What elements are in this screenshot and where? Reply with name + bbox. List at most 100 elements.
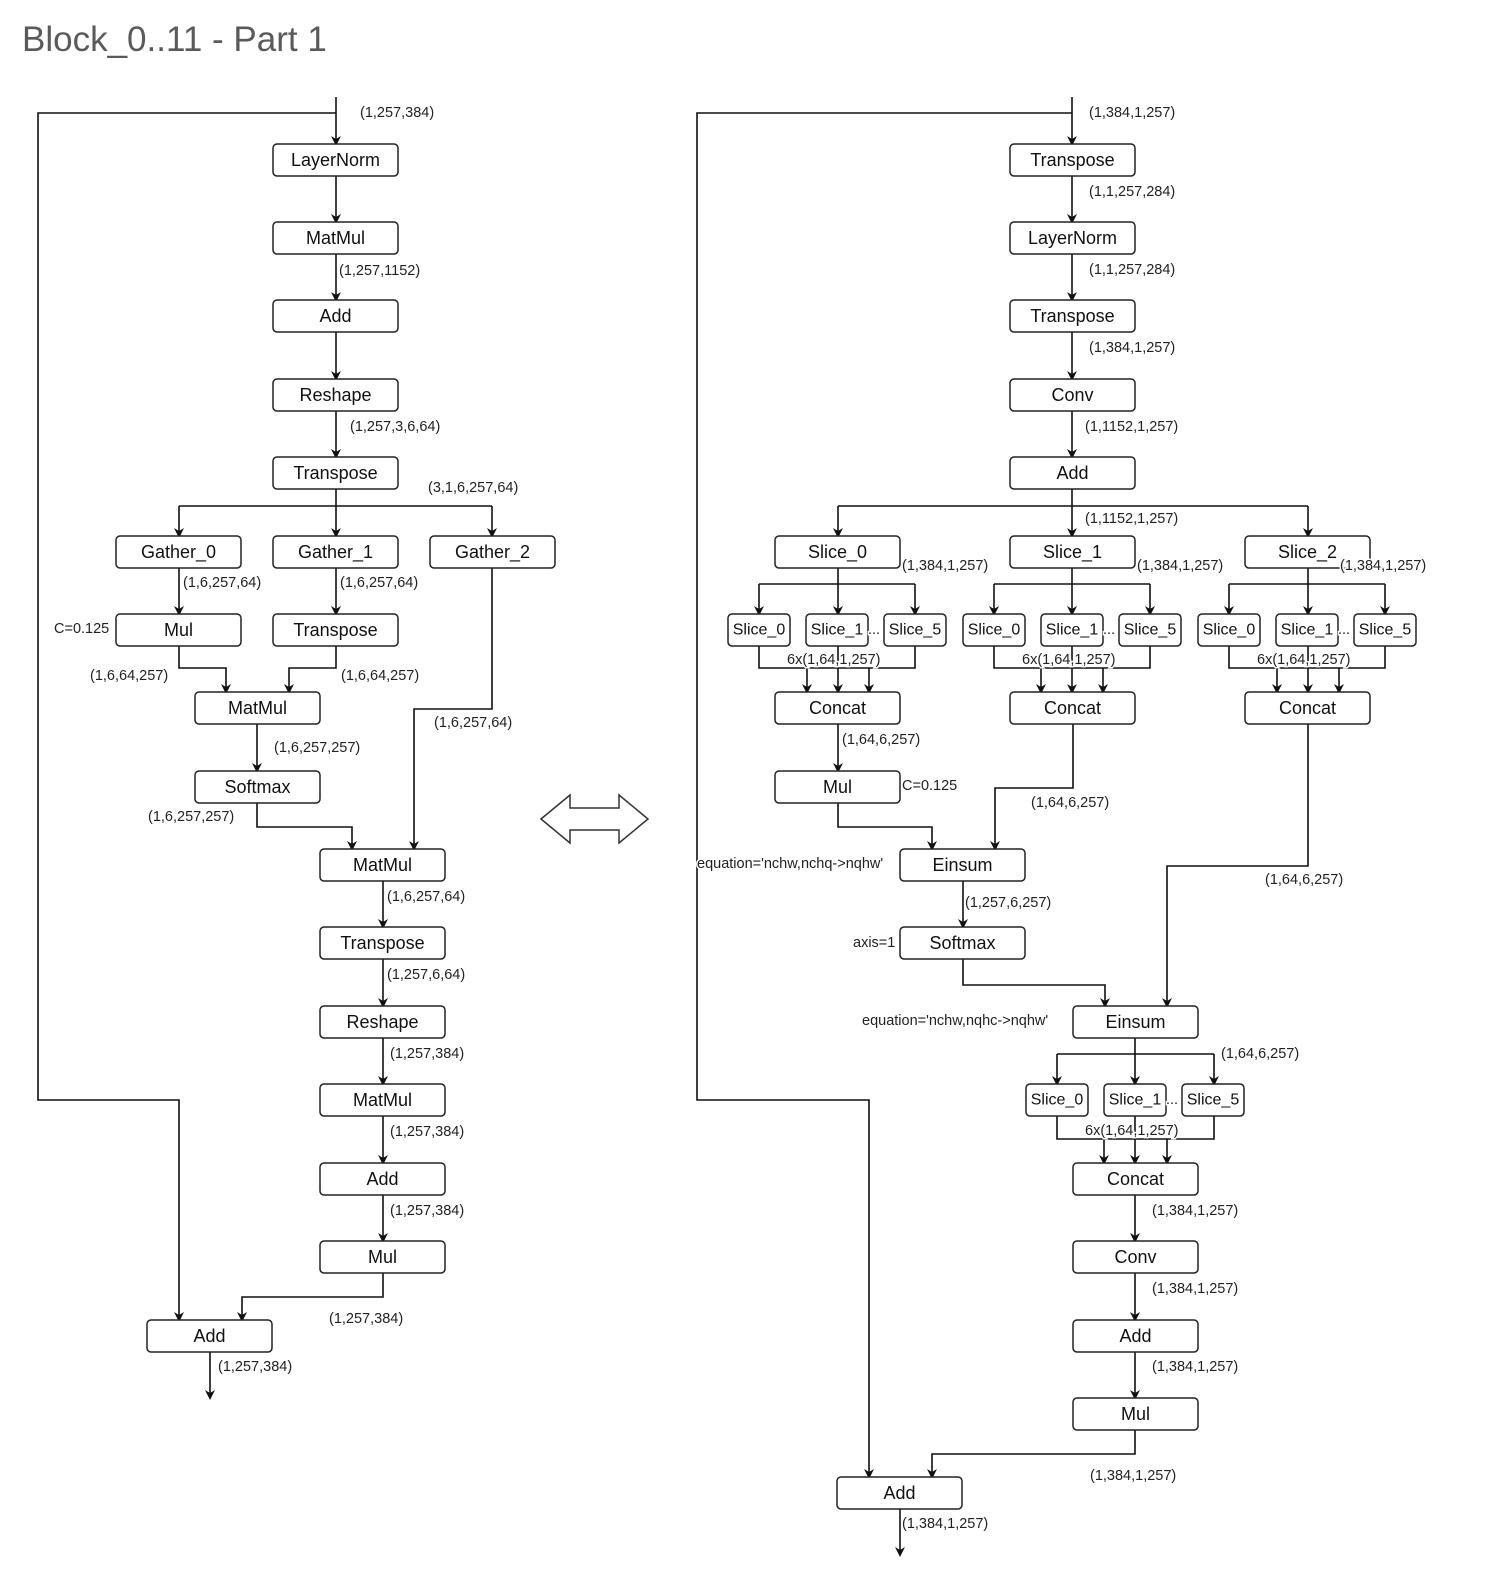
node-r-s3-0: Slice_0 <box>1025 1083 1089 1117</box>
node-l-rs1: Reshape <box>272 378 399 412</box>
node-l-add3: Add <box>146 1319 273 1353</box>
edge-label-out: (1,257,384) <box>218 1359 292 1375</box>
node-label: Reshape <box>299 385 371 405</box>
edge-label-sm-axis: axis=1 <box>853 935 895 951</box>
edge-label-g2-out: (1,6,257,64) <box>434 715 512 731</box>
node-r-sm: Softmax <box>899 926 1026 960</box>
node-label: Softmax <box>224 777 290 797</box>
node-label: Gather_1 <box>298 542 373 563</box>
node-label: Slice_1 <box>1109 1092 1162 1109</box>
edge-label-conv1-out: (1,1152,1,257) <box>1085 419 1178 435</box>
node-r-add2: Add <box>1072 1319 1199 1353</box>
node-label: Slice_0 <box>968 622 1021 639</box>
node-label: Conv <box>1051 385 1093 405</box>
node-label: Concat <box>1279 698 1336 718</box>
node-label: Slice_5 <box>1359 622 1412 639</box>
node-label: Add <box>319 306 351 326</box>
node-label: Einsum <box>1105 1012 1165 1032</box>
node-r-cc2: Concat <box>1244 691 1371 725</box>
node-l-sm: Softmax <box>194 770 321 804</box>
node-label: Add <box>1119 1326 1151 1346</box>
arrow-connector <box>37 112 336 1322</box>
connector-line <box>1228 646 1386 669</box>
node-label: Gather_0 <box>141 542 216 563</box>
edge-label-mm3-out: (1,6,257,64) <box>387 889 465 905</box>
node-l-mul2: Mul <box>319 1240 446 1274</box>
node-r-conv2: Conv <box>1072 1240 1199 1274</box>
node-r-s2-1: Slice_1 <box>1275 613 1339 647</box>
edge-label-g3-6x: 6x(1,64,1,257) <box>1085 1123 1179 1139</box>
node-label: Slice_1 <box>1281 622 1334 639</box>
node-label: Transpose <box>1030 306 1114 326</box>
node-label: Add <box>883 1483 915 1503</box>
node-label: MatMul <box>228 698 287 718</box>
edge-label-rs1-out: (1,257,3,6,64) <box>350 419 440 435</box>
edge-label-ln-out: (1,1,257,284) <box>1089 262 1175 278</box>
node-label: Mul <box>823 777 852 797</box>
edge-label-mul2-out: (1,257,384) <box>329 1311 403 1327</box>
edge-label-conv2-out: (1,384,1,257) <box>1152 1281 1238 1297</box>
node-r-cc0: Concat <box>774 691 901 725</box>
node-l-g2: Gather_2 <box>429 535 556 569</box>
node-r-s2-5: Slice_5 <box>1353 613 1417 647</box>
arrow-connector <box>1162 724 1309 1008</box>
edge-label-out: (1,384,1,257) <box>902 1516 988 1532</box>
node-r-mul1: Mul <box>774 770 901 804</box>
node-label: Slice_5 <box>1187 1092 1240 1109</box>
node-r-s2-0: Slice_0 <box>1197 613 1261 647</box>
node-label: Mul <box>368 1247 397 1267</box>
node-label: Einsum <box>932 855 992 875</box>
node-l-add1: Add <box>272 299 399 333</box>
edge-label-mm1-out: (1,257,1152) <box>339 263 420 279</box>
node-label: Add <box>193 1326 225 1346</box>
node-label: Reshape <box>346 1012 418 1032</box>
node-r-es2: Einsum <box>1072 1005 1199 1039</box>
edge-label-g1-6x: 6x(1,64,1,257) <box>1022 652 1116 668</box>
node-r-tr1: Transpose <box>1009 143 1136 177</box>
node-r-add3: Add <box>836 1476 963 1510</box>
node-label: Conv <box>1114 1247 1156 1267</box>
edge-label-mul2-out: (1,384,1,257) <box>1090 1468 1176 1484</box>
node-r-s2: Slice_2 <box>1244 535 1371 569</box>
node-label: MatMul <box>353 1090 412 1110</box>
node-label: LayerNorm <box>291 150 380 170</box>
node-label: Transpose <box>340 933 424 953</box>
node-r-s3-5: Slice_5 <box>1181 1083 1245 1117</box>
node-r-s0-1: Slice_1 <box>805 613 869 647</box>
node-r-conv1: Conv <box>1009 378 1136 412</box>
node-r-es1: Einsum <box>899 848 1026 882</box>
double-arrow-icon <box>539 793 650 845</box>
edge-label-mul1-out: (1,6,64,257) <box>90 668 168 684</box>
edge-label-g2-6x: 6x(1,64,1,257) <box>1257 652 1351 668</box>
node-label: LayerNorm <box>1028 228 1117 248</box>
edge-label-add2-out: (1,384,1,257) <box>1152 1359 1238 1375</box>
node-l-rs2: Reshape <box>319 1005 446 1039</box>
node-label: Add <box>1056 463 1088 483</box>
node-r-s1: Slice_1 <box>1009 535 1136 569</box>
edge-label-es2-eq: equation='nchw,nqhc->nqhw' <box>862 1013 1048 1029</box>
node-l-tr3: Transpose <box>319 926 446 960</box>
node-r-s1-5: Slice_5 <box>1118 613 1182 647</box>
edge-label-s0-out: (1,384,1,257) <box>902 558 988 574</box>
edge-label-tr3-out: (1,257,6,64) <box>387 967 465 983</box>
node-label: Transpose <box>1030 150 1114 170</box>
node-label: Softmax <box>929 933 995 953</box>
edge-label-es2-out: (1,64,6,257) <box>1221 1046 1299 1062</box>
node-label: Slice_1 <box>1046 622 1099 639</box>
arrow-connector <box>990 724 1074 851</box>
node-label: Slice_5 <box>889 622 942 639</box>
arrow-connector <box>178 646 231 694</box>
connector-line <box>758 646 916 669</box>
node-l-mm3: MatMul <box>319 848 446 882</box>
edge-label-tr2-out: (1,6,64,257) <box>341 668 419 684</box>
arrow-connector <box>837 803 937 851</box>
node-label: Gather_2 <box>455 542 530 563</box>
node-label: Mul <box>1121 1404 1150 1424</box>
ellipsis-label: ... <box>1338 622 1350 638</box>
node-r-cc1: Concat <box>1009 691 1136 725</box>
node-l-mm4: MatMul <box>319 1083 446 1117</box>
edge-label-in: (1,384,1,257) <box>1089 105 1175 121</box>
node-r-tr2: Transpose <box>1009 299 1136 333</box>
edge-label-tr1-out: (1,1,257,284) <box>1089 184 1175 200</box>
node-l-mul1: Mul <box>115 613 242 647</box>
